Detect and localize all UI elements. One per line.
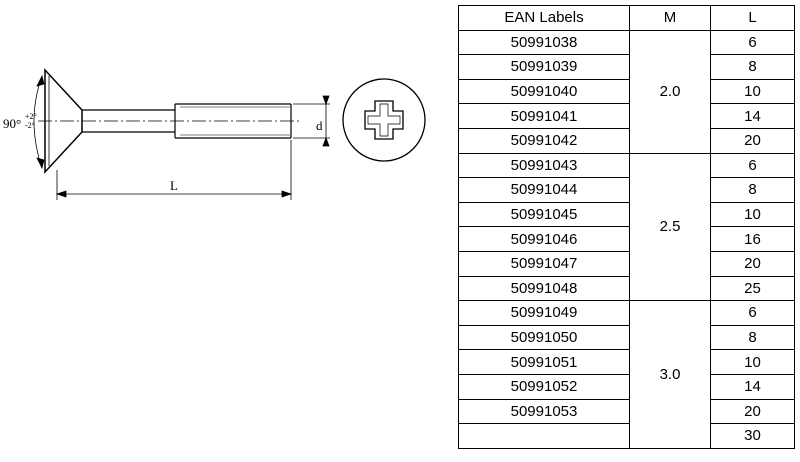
screw-side-view xyxy=(38,68,300,174)
table-row: 50991049 3.0 6 xyxy=(458,300,795,449)
ean-cell: 50991046 xyxy=(458,226,630,252)
table-row: 50991053 20 xyxy=(458,398,795,425)
ean-cell: 50991042 xyxy=(458,127,630,154)
table-row: 50991039 8 xyxy=(458,54,795,80)
length-dimension xyxy=(55,140,293,200)
ean-cell: 50991044 xyxy=(458,177,630,203)
length-cell: 20 xyxy=(710,127,795,154)
length-label: L xyxy=(170,178,178,193)
ean-cell: 50991041 xyxy=(458,103,630,129)
length-cell: 6 xyxy=(710,29,795,56)
angle-tolerance-lower: -2° xyxy=(25,121,35,130)
ean-cell: 50991053 xyxy=(458,398,630,425)
m-size-cell: 2.0 xyxy=(629,29,711,154)
ean-cell: 50991039 xyxy=(458,54,630,80)
head-angle-dimension xyxy=(33,74,45,170)
table-header-row: EAN Labels M L xyxy=(458,5,795,31)
header-ean: EAN Labels xyxy=(458,5,630,31)
ean-cell: 50991038 xyxy=(458,29,630,56)
table-row: 50991046 16 xyxy=(458,226,795,252)
screw-technical-drawing: 90° +2° -2° L d xyxy=(3,68,426,200)
table-row: 50991045 10 xyxy=(458,201,795,228)
ean-cell: 50991040 xyxy=(458,78,630,105)
length-cell: 8 xyxy=(710,54,795,80)
length-cell: 6 xyxy=(710,300,795,326)
table-row: 50991040 10 xyxy=(458,78,795,105)
length-cell: 8 xyxy=(710,324,795,351)
table-row: 50991048 25 xyxy=(458,275,795,302)
m-size-cell: 3.0 xyxy=(629,300,711,449)
ean-cell: 50991048 xyxy=(458,275,630,302)
ean-cell: 50991043 xyxy=(458,152,630,179)
screw-head-top-view xyxy=(342,78,426,162)
length-cell: 10 xyxy=(710,78,795,105)
m-size-cell: 2.5 xyxy=(629,152,711,302)
table-row: 50991041 14 xyxy=(458,103,795,129)
length-cell: 20 xyxy=(710,250,795,277)
length-cell: 20 xyxy=(710,398,795,425)
length-cell: 6 xyxy=(710,152,795,179)
length-cell: 25 xyxy=(710,275,795,302)
angle-tolerance-upper: +2° xyxy=(25,112,37,121)
ean-cell: 50991050 xyxy=(458,324,630,351)
ean-cell xyxy=(458,423,630,449)
table-row: 50991050 8 xyxy=(458,324,795,351)
angle-label: 90° xyxy=(3,116,21,131)
ean-cell: 50991051 xyxy=(458,349,630,375)
ean-specification-table: EAN Labels M L 50991038 2.0 6 50991039 8… xyxy=(458,5,795,449)
table-row: 30 xyxy=(458,423,795,449)
length-cell: 16 xyxy=(710,226,795,252)
ean-cell: 50991045 xyxy=(458,201,630,228)
table-row: 50991044 8 xyxy=(458,177,795,203)
header-l: L xyxy=(710,5,795,31)
length-cell: 8 xyxy=(710,177,795,203)
header-m: M xyxy=(629,5,711,31)
table-row: 50991038 2.0 6 xyxy=(458,29,795,154)
ean-cell: 50991049 xyxy=(458,300,630,326)
diameter-dimension xyxy=(293,95,330,147)
table-row: 50991043 2.5 6 xyxy=(458,152,795,302)
length-cell: 10 xyxy=(710,201,795,228)
diameter-label: d xyxy=(316,118,323,133)
ean-cell: 50991052 xyxy=(458,373,630,400)
length-cell: 10 xyxy=(710,349,795,375)
length-cell: 30 xyxy=(710,423,795,449)
table-row: 50991042 20 xyxy=(458,127,795,154)
length-cell: 14 xyxy=(710,373,795,400)
length-cell: 14 xyxy=(710,103,795,129)
ean-cell: 50991047 xyxy=(458,250,630,277)
table-row: 50991047 20 xyxy=(458,250,795,277)
table-row: 50991052 14 xyxy=(458,373,795,400)
table-row: 50991051 10 xyxy=(458,349,795,375)
phillips-cross-icon xyxy=(364,100,404,140)
